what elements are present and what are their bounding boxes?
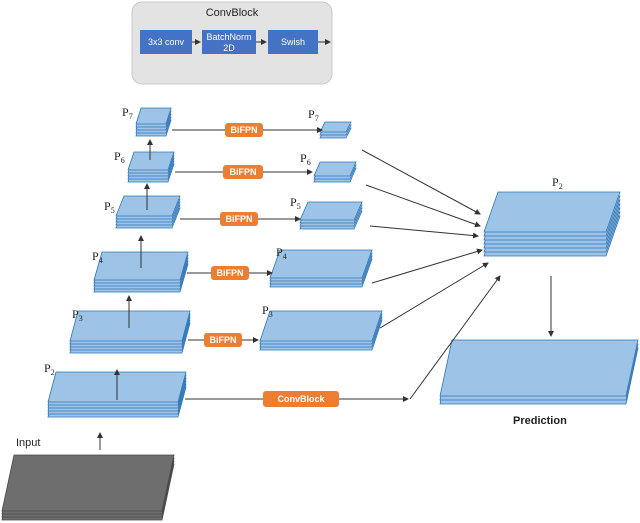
bifpn-label-p5: BiFPN <box>226 214 253 224</box>
label-p7-right: P7 <box>308 107 319 123</box>
arrow-convblock-to-p2out <box>409 275 501 400</box>
prediction-stack-layer <box>439 339 639 397</box>
p7-left-stack <box>135 107 172 137</box>
p7-right-stack <box>319 121 352 139</box>
p5-right-stack <box>299 201 363 230</box>
bifpn-label-p7: BiFPN <box>231 125 258 135</box>
legend-batchnorm-box <box>202 30 256 54</box>
p4-right-stack-layer <box>269 249 373 279</box>
arrow-p7-to-p2out <box>361 149 481 215</box>
arrow-p3-to-p2out <box>379 262 489 329</box>
p3-left-stack-layer <box>69 310 191 342</box>
convblock-op-label: ConvBlock <box>277 394 325 404</box>
legend-swish-box <box>268 30 318 54</box>
label-p5-left: P5 <box>104 199 115 215</box>
label-p3-left: P3 <box>72 307 83 323</box>
label-p6-right: P6 <box>300 151 311 167</box>
arrow-p5-to-p2out <box>369 225 479 239</box>
bifpn-box-p7 <box>225 123 263 137</box>
legend-conv-label: 3x3 conv <box>148 37 185 47</box>
p5-left-stack-layer <box>115 195 181 217</box>
prediction-label: Prediction <box>513 415 567 427</box>
bifpn-box-p3 <box>204 333 242 347</box>
label-p4-left: P4 <box>92 249 103 265</box>
legend-conv-box <box>140 30 192 54</box>
p6-left-stack-layer <box>127 151 175 171</box>
p3-left-stack <box>69 310 191 354</box>
p7-right-stack-layer <box>319 121 352 133</box>
bifpn-box-p4 <box>211 266 249 280</box>
arrow-p4-to-p2out <box>371 248 483 284</box>
convblock-legend-title: ConvBlock <box>206 7 259 19</box>
label-p7-left: P7 <box>122 105 133 121</box>
p4-right-stack <box>269 249 373 288</box>
bifpn-label-p3: BiFPN <box>210 335 237 345</box>
label-p2-main: P2 <box>44 361 55 377</box>
convblock-op-box <box>263 391 339 407</box>
p6-left-stack <box>127 151 175 183</box>
input-stack-layer <box>1 454 175 512</box>
label-p6-left: P6 <box>114 149 125 165</box>
p6-right-stack-layer <box>313 161 357 177</box>
bifpn-label-p4: BiFPN <box>217 268 244 278</box>
bifpn-box-p5 <box>220 212 258 226</box>
prediction-stack <box>439 339 639 405</box>
label-p2-out: P2 <box>552 175 563 191</box>
p6-right-stack <box>313 161 357 183</box>
p2-out-stack-layer <box>483 191 621 233</box>
p2-out-stack <box>483 191 621 257</box>
bifpn-label-p6: BiFPN <box>230 167 257 177</box>
input-label: Input <box>16 437 40 449</box>
bifpn-boxes: BiFPN BiFPN BiFPN BiFPN BiFPN ConvBlock <box>204 123 339 407</box>
label-p3-right: P3 <box>262 303 273 319</box>
p3-right-stack <box>259 310 383 351</box>
p5-right-stack-layer <box>299 201 363 221</box>
bifpn-box-p6 <box>223 165 263 179</box>
p5-left-stack <box>115 195 181 229</box>
input-stack <box>1 454 175 521</box>
p7-left-stack-layer <box>135 107 172 125</box>
arrow-p6-to-p2out <box>365 184 481 228</box>
p3-right-stack-layer <box>259 310 383 342</box>
label-p4-right: P4 <box>276 245 287 261</box>
legend-swish-label: Swish <box>281 37 305 47</box>
label-p5-right: P5 <box>290 195 301 211</box>
